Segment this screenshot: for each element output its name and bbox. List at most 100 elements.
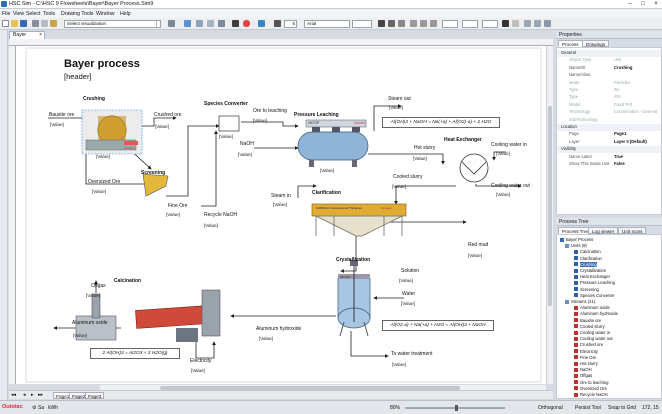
copy-icon[interactable] [41, 20, 48, 27]
stream-label-red-mud[interactable]: Red mud [468, 242, 489, 248]
tab-log-viewer[interactable]: Log viewer [588, 227, 619, 234]
front-icon[interactable] [207, 20, 214, 27]
equation-crystallization[interactable]: Al(O2-a) + Na(+a) + H2O = Al(OH)3 + NaOH [382, 320, 494, 331]
stream-label-cw-in[interactable]: Cooling water in [491, 142, 527, 148]
tree-stream[interactable]: Cooling water in [574, 330, 610, 336]
status-units[interactable]: kWh [48, 405, 58, 411]
arrow-style-select[interactable] [482, 20, 498, 28]
tree-stream[interactable]: Hot slurry [574, 361, 598, 367]
unit-label-calcination[interactable]: Calcination [114, 278, 141, 284]
group-icon[interactable] [184, 20, 191, 27]
toggle-snap-grid[interactable]: Snap to Grid [608, 405, 637, 411]
tree-stream[interactable]: Offgas [574, 373, 592, 379]
last-page-icon[interactable]: ▸▸ [38, 392, 44, 398]
tree-stream[interactable]: Red mud [574, 398, 597, 399]
tree-unit[interactable]: Pressure Leaching [574, 280, 615, 286]
tree-stream[interactable]: NaOH [574, 367, 592, 373]
stream-label-cw-out[interactable]: Cooling water out [491, 183, 530, 189]
stream-label-electricity[interactable]: Electricity [190, 358, 212, 364]
menu-drawing-tools[interactable]: Drawing Tools [61, 11, 94, 17]
tree-stream[interactable]: Fine Ore [574, 355, 596, 361]
pointer-icon[interactable] [274, 20, 281, 27]
align-left-icon[interactable] [410, 20, 417, 27]
menu-file[interactable]: File [2, 11, 11, 17]
table-icon[interactable] [524, 20, 531, 27]
stream-label-steam-in[interactable]: Steam in [271, 193, 291, 199]
vertical-scrollbar[interactable] [546, 46, 553, 384]
next-page-icon[interactable]: ▸ [31, 392, 34, 398]
stream-label-oversized[interactable]: Oversized Ore [88, 179, 121, 185]
stream-label-recycle[interactable]: Recycle NaOH [204, 212, 238, 218]
property-value[interactable]: SIU [614, 94, 621, 100]
page-tab-3[interactable]: Page3 [85, 392, 105, 399]
property-value[interactable]: Page1 [614, 131, 627, 137]
tree-unit[interactable]: Heat Exchanger [574, 274, 610, 280]
stream-label-solution[interactable]: Solution [401, 268, 420, 274]
tree-unit[interactable]: Clarification [574, 256, 602, 262]
property-value[interactable]: Layer 0 (Default) [614, 138, 647, 144]
tree-stream[interactable]: Aluminum oxide [574, 305, 610, 311]
font-size-select[interactable] [352, 20, 372, 28]
unit-label-crystallization[interactable]: Crystallization [336, 257, 371, 263]
status-zoom[interactable]: 80% [390, 405, 401, 411]
menu-view[interactable]: View [13, 11, 25, 17]
tab-drawings[interactable]: Drawings [582, 40, 610, 47]
line-color-icon[interactable] [502, 20, 509, 27]
line-style-select[interactable] [442, 20, 458, 28]
property-value[interactable]: Unit [614, 57, 622, 63]
tree-stream[interactable]: Ore to leaching [574, 380, 608, 386]
unit-label-screening[interactable]: Screening [141, 170, 166, 176]
stream-label-crushed[interactable]: Crushed ore [154, 112, 182, 118]
tree-stream[interactable]: Electricity [574, 349, 598, 355]
underline-icon[interactable] [398, 20, 405, 27]
property-value[interactable]: Ro [614, 87, 620, 92]
property-row[interactable]: General [557, 50, 661, 57]
ungroup-icon[interactable] [196, 20, 203, 27]
tree-stream[interactable]: Aluminum hydroxide [574, 311, 618, 317]
print-icon[interactable] [243, 20, 250, 27]
stream-label-bauxite[interactable]: Bauxite ore [49, 112, 75, 118]
new-icon[interactable] [2, 20, 9, 27]
stream-label-alumina[interactable]: Aluminum oxide [72, 320, 108, 326]
vertical-scroll-thumb[interactable] [548, 106, 552, 306]
unit-label-clarification[interactable]: Clarification [312, 190, 341, 196]
prev-page-icon[interactable]: ◂ [23, 392, 26, 398]
tree-stream[interactable]: Bauxite ore [574, 318, 601, 324]
tree-stream[interactable]: Cooling water out [574, 336, 613, 342]
bold-icon[interactable] [378, 20, 385, 27]
stream-label-hot-slurry[interactable]: Hot slurry [414, 145, 436, 151]
stream-label-ore-leaching[interactable]: Ore to leaching [253, 108, 287, 114]
property-value[interactable]: Crushing [614, 64, 633, 70]
tree-stream[interactable]: Cooled slurry [574, 324, 605, 330]
toggle-orthogonal[interactable]: Orthogonal [538, 405, 563, 411]
close-tab-icon[interactable]: × [39, 32, 42, 38]
run-icon[interactable] [258, 20, 265, 27]
first-page-icon[interactable]: ◂◂ [11, 392, 17, 398]
tab-unit-icons[interactable]: Unit Icons [618, 227, 647, 234]
tree-stream[interactable]: Oversized Ore [574, 386, 607, 392]
back-icon[interactable] [218, 20, 225, 27]
zoom-slider-thumb[interactable] [455, 405, 458, 411]
property-row[interactable]: SubTechnology [557, 117, 661, 124]
menu-window[interactable]: Window [96, 11, 115, 17]
unit-label-heat-exchanger[interactable]: Heat Exchanger [444, 137, 482, 143]
stream-label-treatment[interactable]: To water treatment [391, 351, 433, 357]
fill-color-icon[interactable] [512, 20, 519, 27]
stream-label-naoh[interactable]: NaOH [240, 141, 254, 147]
tree-group-streams[interactable]: Streams (21) [565, 299, 595, 305]
property-value[interactable]: True [614, 153, 623, 159]
property-value[interactable]: Comminution - General [614, 109, 658, 115]
close-icon[interactable]: × [654, 1, 658, 7]
chevron-down-icon[interactable] [156, 20, 161, 27]
unit-label-pressure-leaching[interactable]: Pressure Leaching [294, 112, 339, 118]
property-row[interactable]: Visibility [557, 146, 661, 153]
tree-unit[interactable]: Species Converter [574, 293, 614, 299]
stream-label-cooled[interactable]: Cooled slurry [393, 174, 423, 180]
